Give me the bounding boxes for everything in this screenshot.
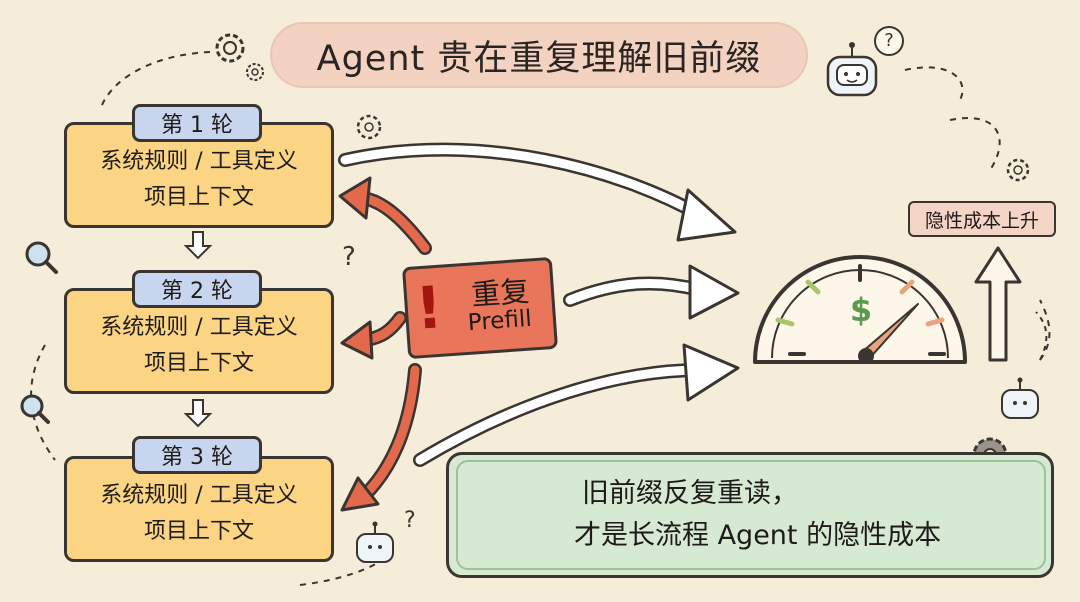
prefill-arrow (338, 176, 432, 255)
callout-box (446, 452, 1054, 578)
cost-gauge (753, 255, 967, 364)
robot-icon (356, 521, 394, 563)
flow-arrow (338, 142, 737, 242)
round-tag-1: 第 1 轮 (132, 104, 262, 142)
page-title: Agent 贵在重复理解旧前缀 (270, 22, 808, 88)
down-arrow-icon (183, 231, 213, 260)
down-arrow-icon (183, 399, 213, 428)
gear-icon (356, 114, 382, 140)
flow-arrow (563, 264, 740, 320)
flow-arrow (413, 343, 740, 467)
callout-inner-border (456, 460, 1046, 570)
callout-line-1: 旧前缀反复重读， (582, 478, 798, 509)
round-line-2: 项目上下文 (143, 185, 254, 210)
dashed-doodle-path (949, 117, 1001, 171)
cost-rising-label: 隐性成本上升 (908, 201, 1056, 237)
dashed-doodle-path (904, 66, 964, 101)
prefill-label: 重复 (470, 274, 531, 312)
question-icon: ? (342, 242, 356, 272)
magnifier-icon (25, 241, 58, 274)
gear-icon (246, 63, 264, 81)
round-tag-2: 第 2 轮 (132, 270, 262, 308)
round-line-1: 系统规则 / 工具定义 (100, 315, 298, 340)
up-arrow-icon (974, 246, 1022, 362)
round-line-1: 系统规则 / 工具定义 (100, 149, 298, 174)
dashed-doodle-path (99, 51, 211, 111)
dollar-icon: $ (849, 291, 873, 329)
gear-icon (215, 33, 245, 63)
round-line-2: 项目上下文 (143, 519, 254, 544)
round-line-1: 系统规则 / 工具定义 (100, 483, 298, 508)
round-line-2: 项目上下文 (143, 351, 254, 376)
exclamation-icon: ! (413, 273, 445, 343)
prefill-arrow (340, 311, 407, 360)
dashed-doodle-path (30, 344, 56, 461)
robot-icon (1001, 377, 1039, 419)
question-icon: ? (874, 26, 904, 56)
round-tag-3: 第 3 轮 (132, 436, 262, 474)
magnifier-icon (20, 394, 50, 424)
robot-icon (826, 42, 878, 97)
dashed-doodle-path (1035, 311, 1048, 361)
gear-icon (1006, 158, 1030, 182)
question-icon: ? (404, 508, 416, 533)
prefill-arrow (340, 363, 422, 512)
callout-line-2: 才是长流程 Agent 的隐性成本 (574, 520, 942, 551)
